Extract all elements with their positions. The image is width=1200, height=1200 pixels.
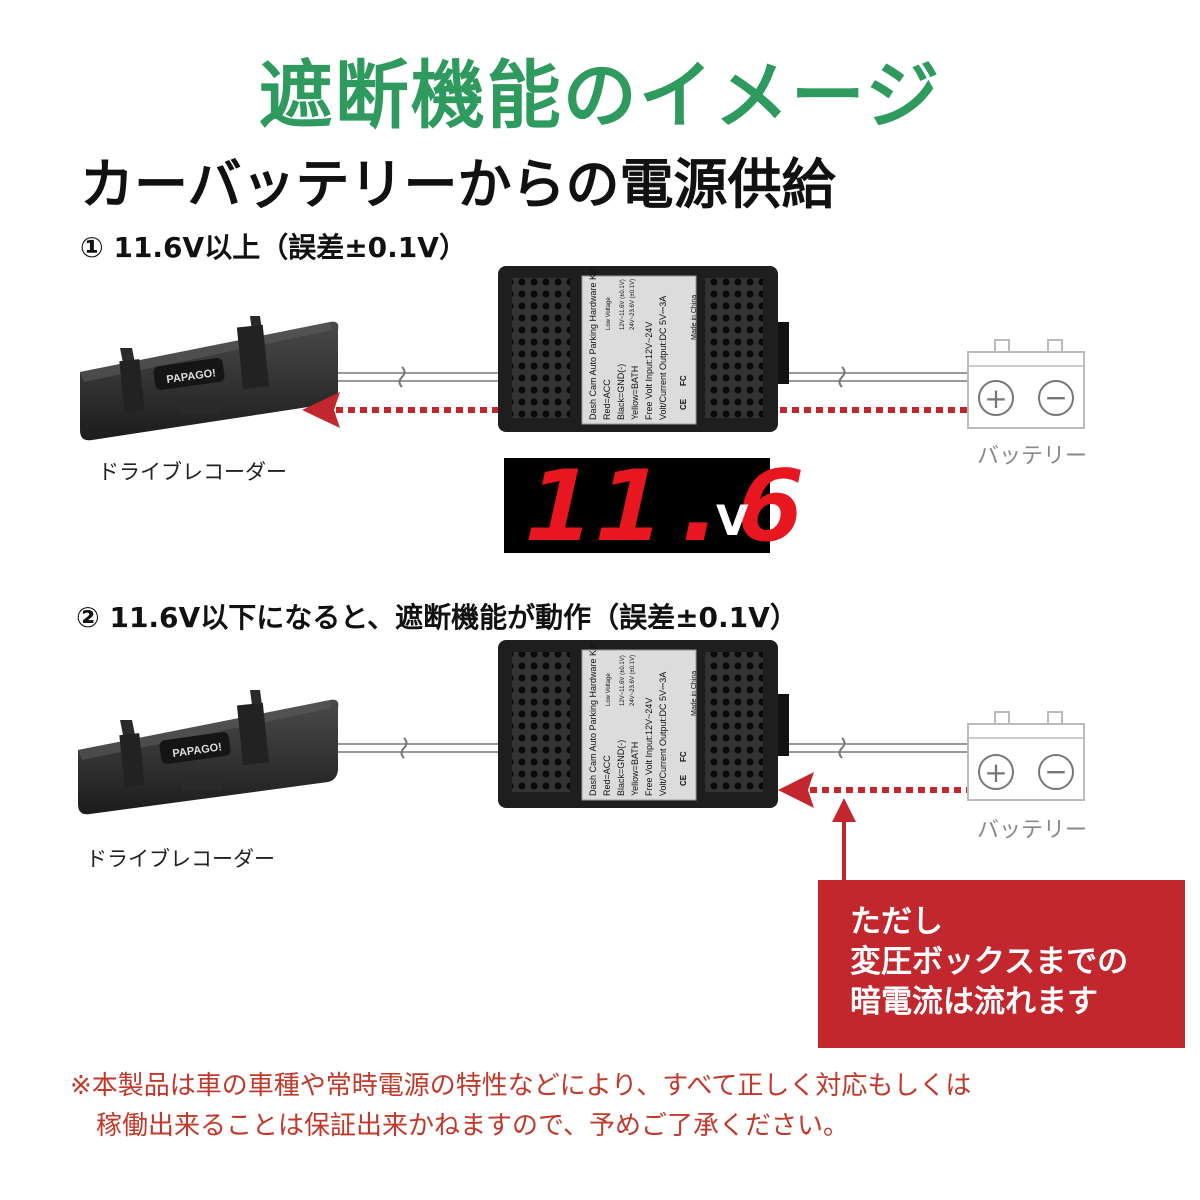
box2-label-output: Volt/Current Output:DC 5V⎓3A <box>658 672 668 796</box>
box2-label-low-voltage: Low Voltage <box>606 673 612 706</box>
box-label-ce: CE <box>679 398 688 410</box>
wire-left-1 <box>338 366 500 388</box>
voltmeter-display: 11.6 V <box>504 450 804 564</box>
box-label-low-voltage: Low Voltage <box>606 297 612 330</box>
dashcam-2: PAPAGO! <box>78 690 339 815</box>
battery-minus-2: − <box>1044 755 1067 788</box>
recorder-label-1: ドライブレコーダー <box>98 460 287 484</box>
box-label-protection-1: 12V~11.6V (±0.1V) <box>620 279 626 330</box>
box2-label-fc: FC <box>679 751 688 762</box>
voltage-value: 11.6 <box>526 450 807 564</box>
hardware-box-2: Dash Cam Auto Parking Hardware Kit Red=A… <box>498 640 789 808</box>
box2-label-gnd: Black=GND(-) <box>616 740 626 796</box>
box-label-gnd: Black=GND(-) <box>616 364 626 420</box>
wire-left-2 <box>338 737 500 759</box>
scene-1: PAPAGO! Dash Cam Auto Parking Hardware K… <box>80 266 1085 441</box>
box2-label-bat: Yellow=BATH <box>630 742 640 796</box>
box2-label-protection-1: 12V~11.6V (±0.1V) <box>620 655 626 706</box>
box-label-input: Free Volt Input:12V~24V <box>644 322 654 420</box>
box-label-bat: Yellow=BATH <box>630 366 640 420</box>
step-2-heading: ② 11.6V以下になると、遮断機能が動作（誤差±0.1V） <box>76 601 798 634</box>
disclaimer-line-2: 稼働出来ることは保証出来かねますので、予めご了承ください。 <box>70 1111 849 1141</box>
battery-2: + − <box>967 711 1085 801</box>
battery-1: + − <box>967 339 1085 429</box>
box-label-fc: FC <box>679 375 688 386</box>
box-label-protection-2: 24V~23.6V (±0.1V) <box>630 279 636 330</box>
battery-plus-2: + <box>984 756 1007 789</box>
note-line-2: 変圧ボックスまでの <box>850 944 1129 980</box>
box2-label-made-in: Made in China <box>691 671 698 716</box>
box2-label-ce: CE <box>679 774 688 786</box>
page-title: 遮断機能のイメージ <box>258 53 942 139</box>
box-label-title: Dash Cam Auto Parking Hardware Kit <box>588 269 598 420</box>
box2-label-input: Free Volt Input:12V~24V <box>644 698 654 796</box>
disclaimer: ※本製品は車の車種や常時電源の特性などにより、すべて正しく対応もしくは 稼働出来… <box>70 1066 971 1146</box>
step-1-heading: ① 11.6V以上（誤差±0.1V） <box>80 231 467 264</box>
wire-right-1 <box>780 366 968 388</box>
recorder-label-2: ドライブレコーダー <box>86 847 275 871</box>
note-box: ただし 変圧ボックスまでの 暗電流は流れます <box>818 880 1185 1048</box>
wire-right-2 <box>780 737 968 759</box>
subtitle: カーバッテリーからの電源供給 <box>80 153 836 216</box>
box-label-output: Volt/Current Output:DC 5V⎓3A <box>658 296 668 420</box>
battery-label-1: バッテリー <box>977 444 1088 469</box>
battery-label-2: バッテリー <box>977 818 1088 843</box>
power-flow-arrow-2 <box>778 772 968 808</box>
disclaimer-line-1: ※本製品は車の車種や常時電源の特性などにより、すべて正しく対応もしくは <box>70 1071 972 1101</box>
note-line-3: 暗電流は流れます <box>850 984 1098 1020</box>
voltage-unit: V <box>716 496 749 545</box>
box-label-acc: Red=ACC <box>602 379 612 420</box>
dashcam-1: PAPAGO! <box>80 316 339 441</box>
callout-arrow <box>832 798 856 880</box>
battery-plus-1: + <box>984 382 1007 415</box>
note-line-1: ただし <box>850 904 943 940</box>
scene-2: PAPAGO! Dash Cam Auto Parking Hardware K… <box>78 640 1085 880</box>
box2-label-acc: Red=ACC <box>602 755 612 796</box>
box2-label-protection-2: 24V~23.6V (±0.1V) <box>630 655 636 706</box>
box-label-made-in: Made in China <box>691 295 698 340</box>
box2-label-title: Dash Cam Auto Parking Hardware Kit <box>588 645 598 796</box>
hardware-box-1: Dash Cam Auto Parking Hardware Kit Red=A… <box>498 266 789 432</box>
battery-minus-1: − <box>1044 381 1067 414</box>
